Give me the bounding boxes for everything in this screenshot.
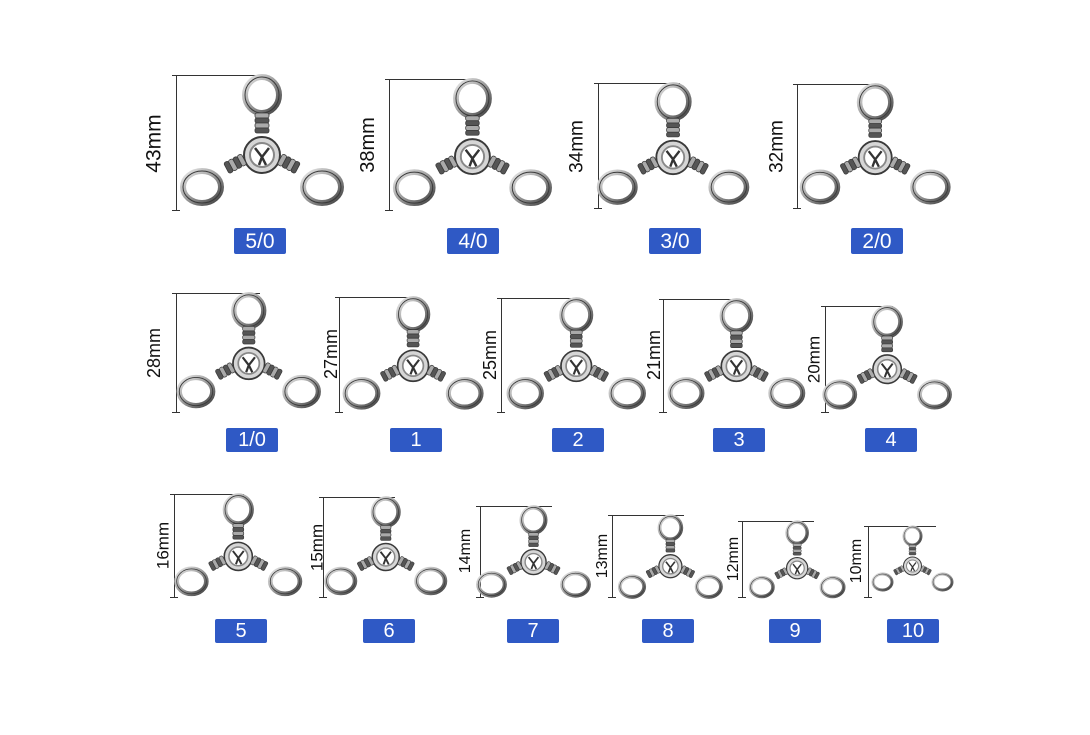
dimension-bottom-tick — [594, 208, 602, 209]
dimension-bottom-tick — [172, 412, 180, 413]
dimension-bottom-tick — [864, 597, 872, 598]
three-way-swivel-image — [180, 74, 344, 206]
size-badge: 8 — [642, 619, 694, 643]
dimension-line — [742, 521, 743, 597]
size-badge: 2/0 — [851, 228, 903, 254]
dimension-top-tick — [319, 497, 395, 498]
dimension-line — [797, 84, 798, 208]
length-label: 28mm — [144, 328, 164, 379]
dimension-top-tick — [385, 79, 471, 80]
dimension-bottom-tick — [793, 208, 801, 209]
dimension-top-tick — [335, 297, 411, 298]
three-way-swivel-image — [667, 298, 805, 410]
dimension-bottom-tick — [172, 210, 180, 211]
dimension-bottom-tick — [319, 597, 327, 598]
dimension-top-tick — [659, 299, 733, 300]
three-way-swivel-image — [475, 505, 591, 598]
three-way-swivel-image — [342, 296, 484, 410]
dimension-line — [323, 497, 324, 597]
size-badge: 4 — [865, 428, 917, 452]
size-badge: 6 — [363, 619, 415, 643]
dimension-top-tick — [172, 75, 258, 76]
dimension-bottom-tick — [659, 412, 667, 413]
dimension-line — [598, 83, 599, 208]
length-label: 14mm — [457, 528, 474, 574]
three-way-swivel-image — [392, 78, 552, 207]
size-badge: 4/0 — [447, 228, 499, 254]
length-label: 43mm — [142, 113, 166, 173]
three-way-swivel-image — [506, 297, 646, 410]
dimension-top-tick — [170, 494, 244, 495]
size-badge: 5/0 — [234, 228, 286, 254]
dimension-bottom-tick — [608, 597, 616, 598]
three-way-swivel-image — [176, 292, 322, 409]
three-way-swivel-image — [822, 305, 952, 410]
size-badge: 7 — [507, 619, 559, 643]
dimension-top-tick — [738, 521, 814, 522]
dimension-line — [174, 494, 175, 597]
dimension-top-tick — [864, 526, 936, 527]
length-label: 27mm — [321, 329, 341, 380]
dimension-bottom-tick — [738, 597, 746, 598]
dimension-top-tick — [608, 515, 684, 516]
size-badge: 5 — [215, 619, 267, 643]
length-label: 25mm — [480, 330, 500, 381]
three-way-swivel-image — [174, 493, 302, 597]
dimension-line — [501, 298, 502, 412]
dimension-top-tick — [594, 83, 680, 84]
three-way-swivel-image — [799, 83, 951, 205]
dimension-line — [176, 75, 177, 210]
length-label: 13mm — [594, 533, 611, 579]
length-label: 34mm — [566, 119, 588, 173]
dimension-top-tick — [172, 293, 260, 294]
three-way-swivel-image — [748, 520, 846, 599]
size-badge: 2 — [552, 428, 604, 452]
dimension-line — [339, 297, 340, 412]
three-way-swivel-image — [596, 82, 750, 205]
size-badge: 9 — [769, 619, 821, 643]
size-badge: 3 — [713, 428, 765, 452]
dimension-top-tick — [793, 84, 879, 85]
dimension-bottom-tick — [385, 210, 393, 211]
length-label: 10mm — [848, 538, 865, 584]
three-way-swivel-image — [871, 525, 953, 592]
size-badge: 1 — [390, 428, 442, 452]
dimension-bottom-tick — [821, 412, 829, 413]
length-label: 32mm — [766, 119, 788, 173]
dimension-bottom-tick — [497, 412, 505, 413]
dimension-bottom-tick — [335, 412, 343, 413]
three-way-swivel-image — [617, 514, 723, 599]
length-label: 21mm — [644, 330, 664, 381]
dimension-line — [480, 506, 481, 597]
length-label: 16mm — [153, 521, 173, 569]
dimension-line — [825, 306, 826, 412]
dimension-line — [389, 79, 390, 210]
dimension-top-tick — [476, 506, 552, 507]
size-badge: 3/0 — [649, 228, 701, 254]
dimension-line — [612, 515, 613, 597]
length-label: 12mm — [725, 536, 742, 582]
size-badge: 10 — [887, 619, 939, 643]
dimension-top-tick — [821, 306, 893, 307]
dimension-line — [868, 526, 869, 597]
three-way-swivel-image — [324, 496, 448, 596]
length-label: 38mm — [357, 117, 379, 173]
dimension-line — [663, 299, 664, 412]
size-badge: 1/0 — [226, 428, 278, 452]
dimension-top-tick — [497, 298, 573, 299]
dimension-bottom-tick — [476, 597, 484, 598]
dimension-bottom-tick — [170, 597, 178, 598]
dimension-line — [176, 293, 177, 412]
